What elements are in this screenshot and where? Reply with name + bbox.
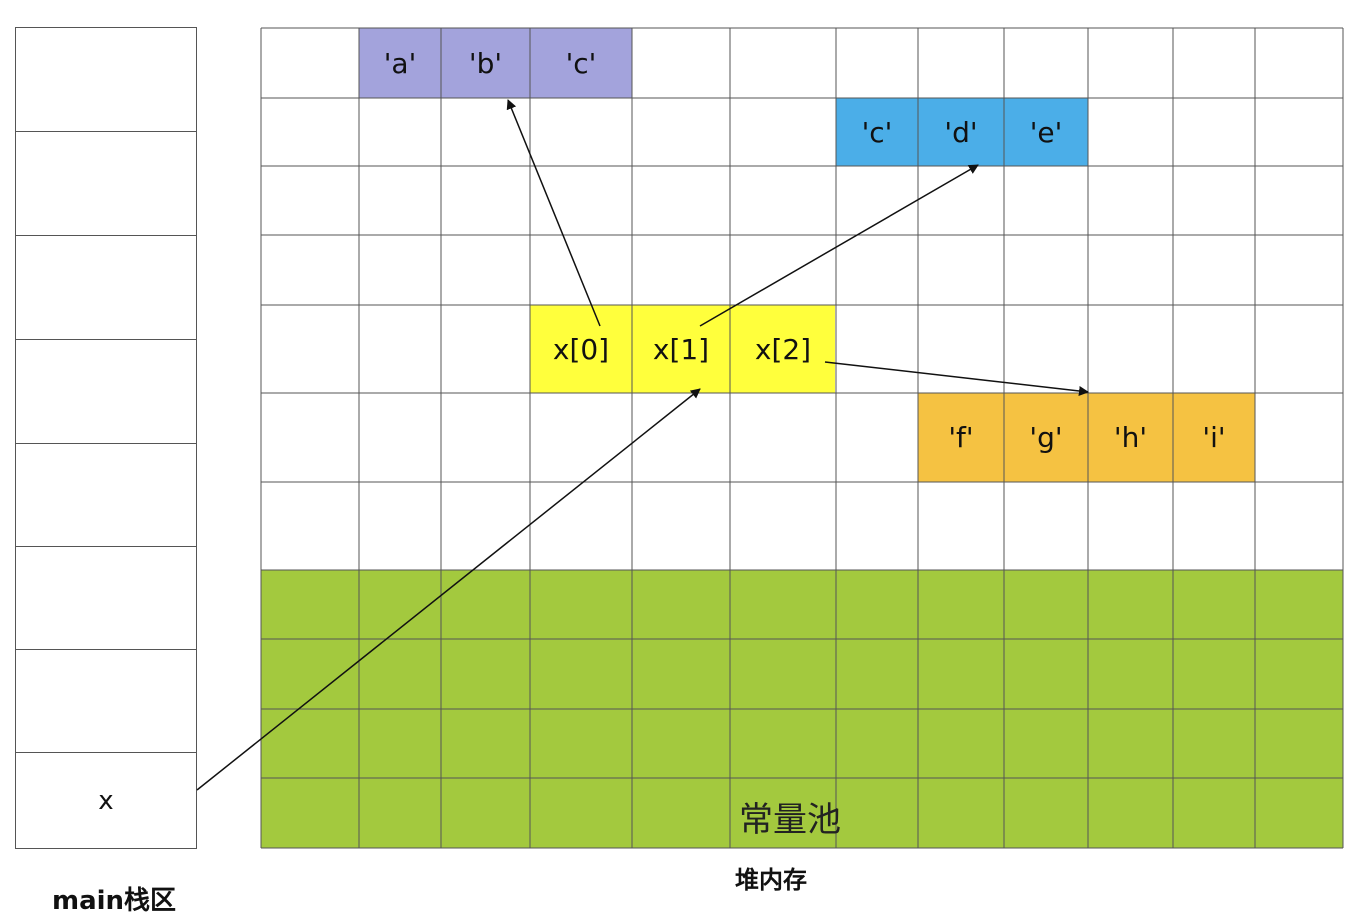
- arrow-x0-to-abc: [506, 99, 601, 327]
- heap-cell-g: 'g': [1029, 421, 1063, 454]
- heap-cell-e: 'e': [1029, 115, 1063, 149]
- stack-cell: [15, 235, 197, 339]
- heap-cell-c2: 'c': [861, 115, 893, 149]
- stack-cell: [15, 27, 197, 131]
- stack-cell: [15, 339, 197, 443]
- heap-cell-x0: x[0]: [552, 332, 610, 366]
- stack-cell-x: x: [15, 752, 197, 849]
- stack-cell: [15, 649, 197, 752]
- arrow-x1-to-cde: [699, 164, 979, 327]
- heap-cell-x2: x[2]: [754, 332, 812, 366]
- heap-cell-a: 'a': [383, 46, 417, 80]
- stack-label: main栈区: [52, 886, 177, 916]
- heap-cell-f: 'f': [948, 421, 974, 454]
- heap-block-x: [530, 305, 835, 393]
- heap-cell-h: 'h': [1113, 421, 1148, 454]
- heap-block-abc: [359, 28, 632, 98]
- heap-cell-x1: x[1]: [652, 332, 710, 366]
- heap-label: 堆内存: [735, 866, 807, 894]
- arrow-stack-x-to-array: [196, 388, 701, 791]
- heap-block-fghi: [918, 393, 1255, 482]
- stack-variable-x: x: [98, 785, 114, 816]
- stack-cell: [15, 546, 197, 649]
- heap-cell-i: 'i': [1202, 421, 1226, 454]
- heap-cell-d: 'd': [944, 115, 978, 149]
- heap-cell-b: 'b': [468, 46, 503, 80]
- stack-cell: [15, 443, 197, 546]
- heap-block-cde: [836, 98, 1088, 166]
- stack-cell: [15, 131, 197, 235]
- arrow-x2-to-fghi: [824, 361, 1089, 396]
- heap-cell-c: 'c': [565, 46, 597, 80]
- heap-grid: [260, 27, 1344, 849]
- constant-pool-label: 常量池: [739, 799, 841, 840]
